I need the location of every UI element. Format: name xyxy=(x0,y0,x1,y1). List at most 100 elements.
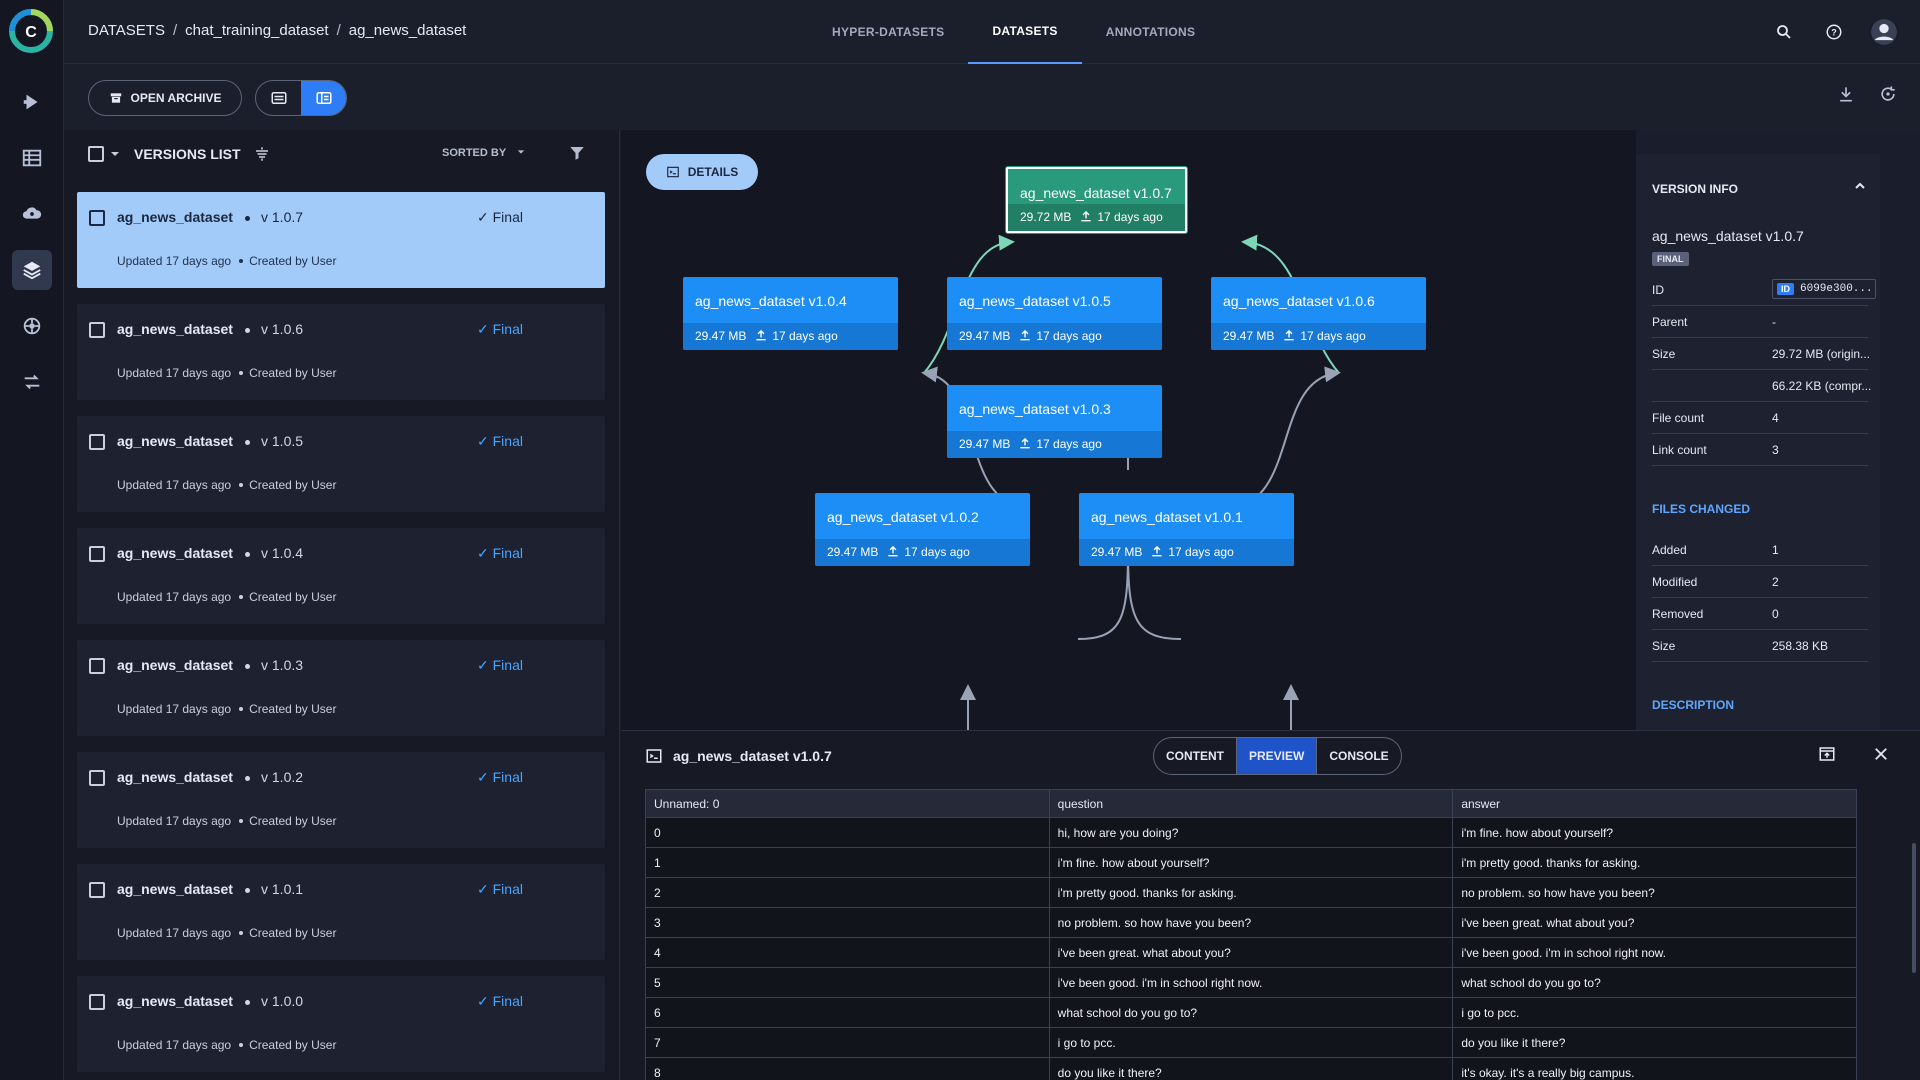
details-view-icon[interactable] xyxy=(301,81,346,115)
check-icon: ✓ xyxy=(477,657,493,673)
tab-annotations[interactable]: ANNOTATIONS xyxy=(1105,25,1196,39)
pipelines-icon[interactable] xyxy=(12,82,52,122)
version-checkbox[interactable] xyxy=(89,210,105,226)
separator-dot xyxy=(245,1000,250,1005)
check-icon: ✓ xyxy=(477,993,493,1009)
chevron-up-icon[interactable] xyxy=(1854,180,1866,192)
tab-content[interactable]: CONTENT xyxy=(1166,749,1224,763)
version-checkbox[interactable] xyxy=(89,994,105,1010)
table-cell: it's okay. it's a really big campus. xyxy=(1452,1057,1857,1080)
version-name: ag_news_dataset xyxy=(117,769,233,785)
datasets-layers-icon[interactable] xyxy=(12,250,52,290)
column-header[interactable]: question xyxy=(1048,789,1454,818)
models-icon[interactable] xyxy=(12,306,52,346)
user-avatar-icon[interactable] xyxy=(1868,16,1900,48)
breadcrumb-dataset[interactable]: ag_news_dataset xyxy=(348,22,467,39)
version-number: v 1.0.4 xyxy=(261,545,304,561)
info-row-id: ID ID 6099e300... xyxy=(1652,274,1876,306)
refresh-icon[interactable] xyxy=(1878,84,1898,104)
column-header[interactable]: Unnamed: 0 xyxy=(645,789,1050,818)
version-checkbox[interactable] xyxy=(89,882,105,898)
chevron-down-icon[interactable] xyxy=(110,149,120,159)
cloud-brain-icon[interactable] xyxy=(12,194,52,234)
tab-console[interactable]: CONSOLE xyxy=(1316,738,1400,774)
info-row: Parent- xyxy=(1652,306,1868,338)
clearml-logo[interactable]: C xyxy=(8,8,54,54)
status-label: Final xyxy=(492,993,523,1009)
view-mode-toggle xyxy=(255,80,347,116)
separator-dot xyxy=(245,328,250,333)
separator-dot xyxy=(245,440,250,445)
status-final: ✓ Final xyxy=(477,769,523,786)
check-icon: ✓ xyxy=(477,769,493,785)
preview-scrollbar[interactable] xyxy=(1912,843,1916,973)
version-name: ag_news_dataset xyxy=(117,433,233,449)
sorted-by-button[interactable]: SORTED BY xyxy=(442,147,525,159)
version-checkbox[interactable] xyxy=(89,770,105,786)
help-icon[interactable]: ? xyxy=(1818,16,1850,48)
column-header[interactable]: answer xyxy=(1452,789,1857,818)
version-checkbox[interactable] xyxy=(89,434,105,450)
breadcrumb-project[interactable]: chat_training_dataset xyxy=(185,22,329,39)
status-label: Final xyxy=(492,769,523,785)
info-row: 66.22 KB (compr... xyxy=(1652,370,1871,402)
created-by-text: Created by User xyxy=(249,590,337,604)
version-checkbox[interactable] xyxy=(89,546,105,562)
breadcrumb-root[interactable]: DATASETS xyxy=(88,22,165,39)
info-value: 1 xyxy=(1772,543,1779,557)
workers-icon[interactable] xyxy=(12,362,52,402)
toolbar-actions xyxy=(1836,84,1898,104)
close-icon[interactable] xyxy=(1872,745,1890,763)
search-icon[interactable] xyxy=(1768,16,1800,48)
tab-datasets[interactable]: DATASETS xyxy=(968,0,1082,64)
node-title: ag_news_dataset v1.0.3 xyxy=(959,401,1111,417)
projects-icon[interactable] xyxy=(12,138,52,178)
id-copy-field[interactable]: ID 6099e300... xyxy=(1772,279,1876,299)
version-name: ag_news_dataset xyxy=(117,881,233,897)
details-label: DETAILS xyxy=(687,165,739,179)
select-all-checkbox[interactable] xyxy=(88,146,104,162)
edge-v101-to-v103 xyxy=(1127,551,1182,640)
tab-preview[interactable]: PREVIEW xyxy=(1236,738,1317,774)
download-icon[interactable] xyxy=(1836,84,1856,104)
version-name: ag_news_dataset v1.0.7 xyxy=(1652,228,1804,244)
updated-text: Updated 17 days ago xyxy=(117,366,232,380)
details-button[interactable]: DETAILS xyxy=(646,154,758,190)
sort-lines-icon[interactable] xyxy=(253,145,271,163)
tab-hyper-datasets[interactable]: HYPER-DATASETS xyxy=(832,25,945,39)
node-size: 29.47 MB xyxy=(1223,329,1275,343)
version-checkbox[interactable] xyxy=(89,322,105,338)
table-cell: i've been good. i'm in school right now. xyxy=(1452,937,1857,968)
filter-icon[interactable] xyxy=(568,144,586,162)
table-cell: 5 xyxy=(645,967,1050,998)
separator-dot xyxy=(239,707,244,711)
list-view-icon[interactable] xyxy=(256,81,301,115)
status-label: Final xyxy=(492,545,523,561)
upload-icon xyxy=(888,545,899,557)
maximize-icon[interactable] xyxy=(1818,745,1836,763)
version-name: ag_news_dataset xyxy=(117,209,233,225)
version-checkbox[interactable] xyxy=(89,658,105,674)
open-archive-button[interactable]: OPEN ARCHIVE xyxy=(88,80,242,116)
